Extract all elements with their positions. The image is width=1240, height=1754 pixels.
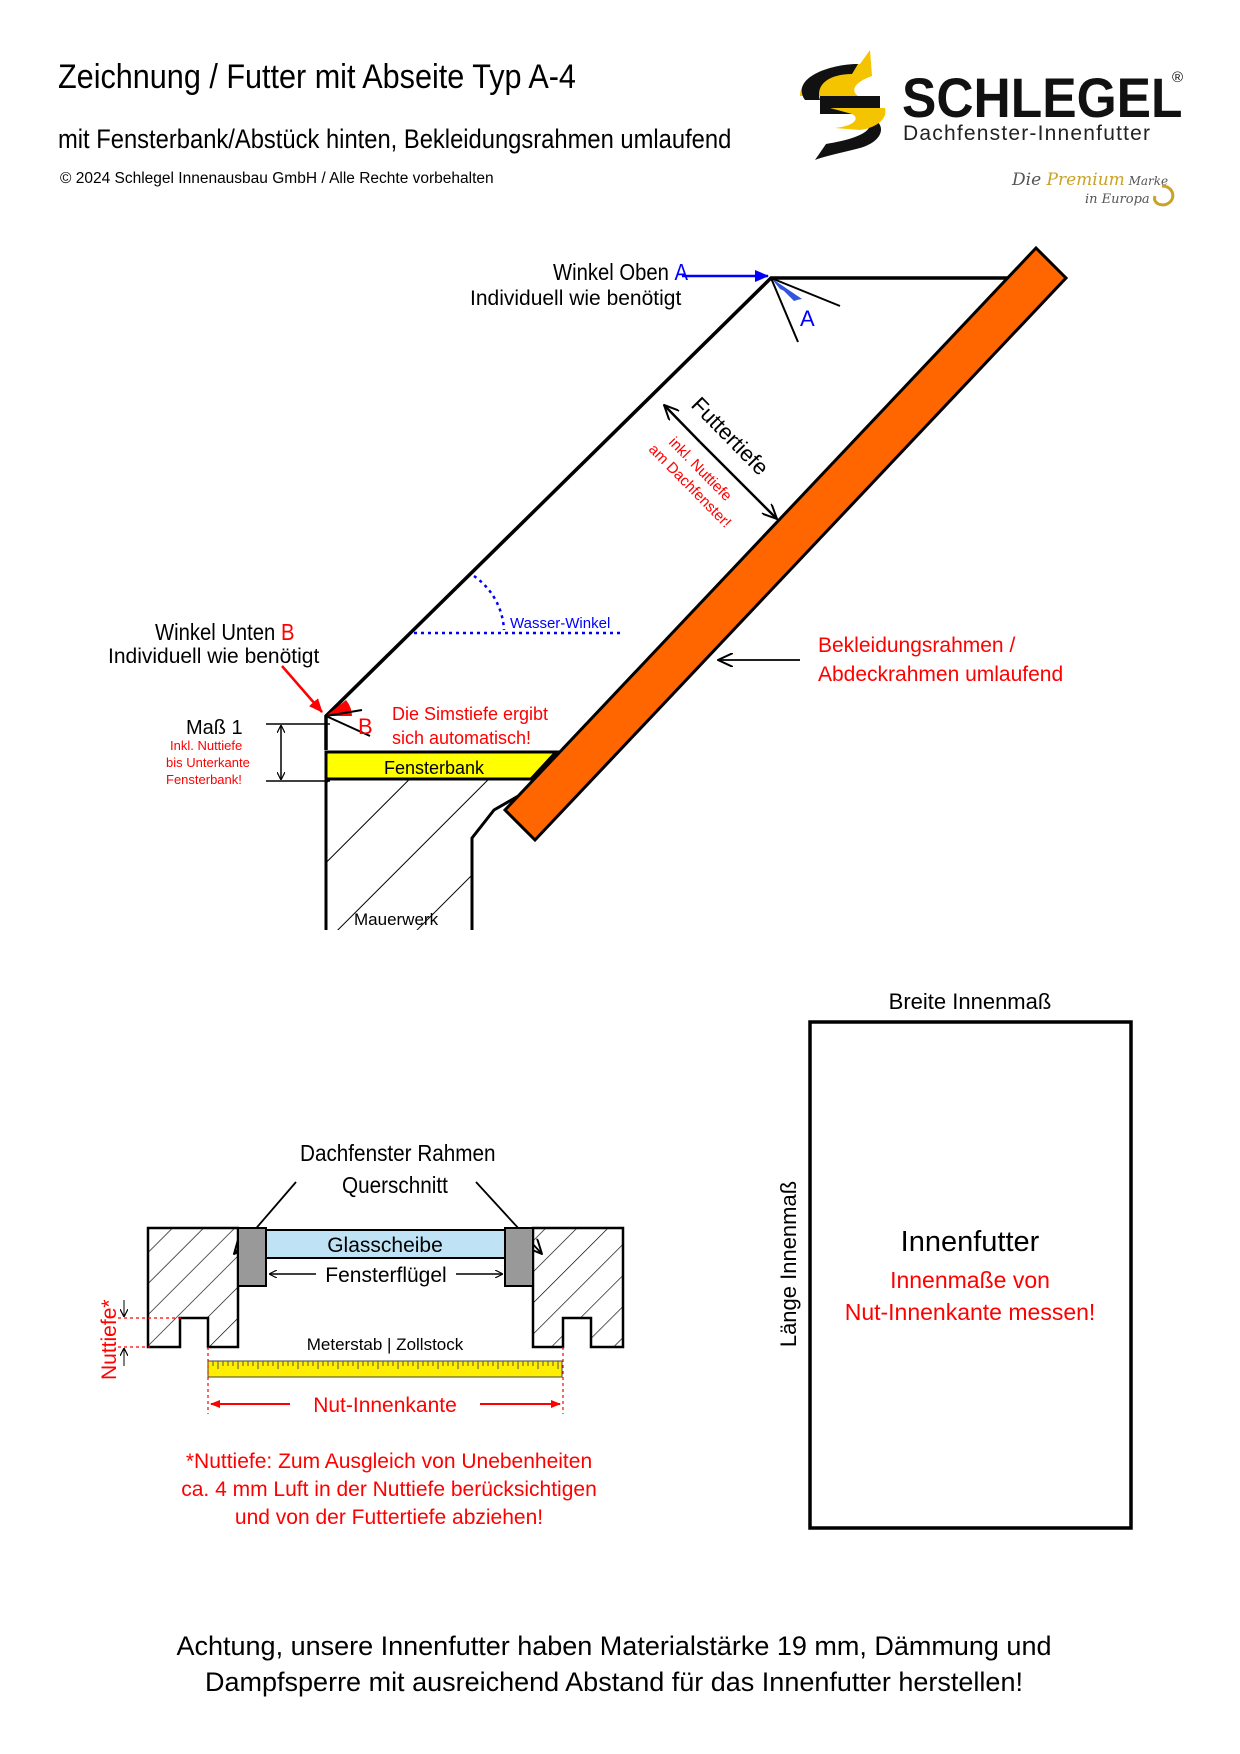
footer-line-1: Achtung, unsere Innenfutter haben Materi… xyxy=(177,1631,1052,1661)
logo-tagline: Dachfenster-Innenfutter xyxy=(903,122,1151,145)
meter-stick-body xyxy=(207,1360,563,1378)
angle-bottom-label: Winkel Unten B xyxy=(155,619,294,646)
logo-slogan-line2: in Europa xyxy=(1085,192,1150,207)
cross-section-title-1: Dachfenster Rahmen xyxy=(300,1140,496,1166)
sill-depth-note-2: sich automatisch! xyxy=(392,728,531,748)
sill-label: Fensterbank xyxy=(384,758,485,778)
depth-dimension-arrow xyxy=(664,405,701,443)
logo-brand: SCHLEGEL xyxy=(902,67,1182,129)
angle-b-leg2 xyxy=(325,715,371,737)
wall-right-edge xyxy=(470,793,521,930)
wall-masonry xyxy=(326,779,547,930)
sash-label: Fensterflügel xyxy=(325,1264,446,1287)
water-angle-label: Wasser-Winkel xyxy=(510,615,610,632)
page-subtitle: mit Fensterbank/Abstück hinten, Bekleidu… xyxy=(58,125,731,155)
cross-section-title-2: Querschnitt xyxy=(342,1172,448,1198)
logo-swoosh-black-top xyxy=(801,64,858,100)
logo-swoosh-yellow-bottom xyxy=(830,108,886,130)
angle-b-letter: B xyxy=(358,714,373,739)
groove-edge-label: Nut-Innenkante xyxy=(313,1394,457,1417)
liner-title: Innenfutter xyxy=(901,1226,1040,1258)
footer-line-2: Dampfsperre mit ausreichend Abstand für … xyxy=(205,1667,1023,1697)
cover-frame-label-1: Bekleidungsrahmen / xyxy=(818,634,1015,657)
angle-bottom-arrow xyxy=(281,665,323,713)
schlegel-logo: SCHLEGEL ® Dachfenster-Innenfutter Die P… xyxy=(800,50,1183,207)
sash-left xyxy=(237,1227,267,1287)
logo-slogan-line1: Die Premium Marke xyxy=(1011,170,1168,190)
logo-swirl-icon xyxy=(1153,184,1175,207)
angle-a-leg2 xyxy=(770,277,799,343)
logo-registered: ® xyxy=(1172,69,1183,86)
angle-bottom-note: Individuell wie benötigt xyxy=(108,645,319,668)
meter-stick-ticks xyxy=(212,1361,559,1369)
groove-note-2: ca. 4 mm Luft in der Nuttiefe berücksich… xyxy=(181,1478,597,1501)
side-section-drawing: Fensterbank Winkel Oben A Individuell wi… xyxy=(108,245,1069,930)
frame-profile-left xyxy=(146,1226,240,1349)
liner-rectangle xyxy=(808,1020,1133,1530)
frame-profile-right xyxy=(531,1226,625,1349)
liner-note-2: Nut-Innenkante messen! xyxy=(845,1299,1096,1325)
angle-b-leg1 xyxy=(325,709,363,717)
masonry-label: Mauerwerk xyxy=(354,910,439,929)
angle-top-label: Winkel Oben A xyxy=(553,259,688,286)
meter-stick xyxy=(207,1360,563,1378)
mass1-note-1: Inkl. Nuttiefe xyxy=(170,738,242,753)
angle-top-note: Individuell wie benötigt xyxy=(470,287,681,310)
mass1-label: Maß 1 xyxy=(186,717,243,739)
mass1-note-3: Fensterbank! xyxy=(166,772,242,787)
angle-a-letter: A xyxy=(800,306,815,331)
page-title: Zeichnung / Futter mit Abseite Typ A-4 xyxy=(58,58,576,96)
cover-frame-bar xyxy=(502,245,1069,843)
liner-note-1: Innenmaße von xyxy=(890,1267,1050,1293)
footer-warning: Achtung, unsere Innenfutter haben Materi… xyxy=(177,1631,1052,1697)
glass-pane xyxy=(265,1229,506,1259)
window-sill xyxy=(324,750,560,781)
meter-stick-label: Meterstab | Zollstock xyxy=(307,1335,464,1354)
logo-swoosh-black-bottom xyxy=(815,114,881,160)
groove-note-1: *Nuttiefe: Zum Ausgleich von Unebenheite… xyxy=(186,1450,592,1473)
groove-note-3: und von der Futtertiefe abziehen! xyxy=(235,1506,543,1529)
water-angle-arc xyxy=(473,574,506,631)
angle-a-arc xyxy=(771,278,800,298)
sill-depth-note-1: Die Simstiefe ergibt xyxy=(392,704,548,724)
frame-cross-section: Dachfenster Rahmen Querschnitt Glasschei… xyxy=(98,1140,625,1529)
length-label: Länge Innenmaß xyxy=(776,1181,801,1347)
groove-depth-label: Nuttiefe* xyxy=(98,1299,121,1380)
angle-a-leg1 xyxy=(770,277,841,307)
header: Zeichnung / Futter mit Abseite Typ A-4 m… xyxy=(58,58,731,187)
liner-outline xyxy=(324,276,1008,750)
depth-dimension-arrow-2 xyxy=(699,441,777,519)
sash-right xyxy=(504,1227,534,1287)
glass-label: Glasscheibe xyxy=(327,1234,443,1257)
copyright-text: © 2024 Schlegel Innenausbau GmbH / Alle … xyxy=(60,170,494,187)
cover-frame-label-2: Abdeckrahmen umlaufend xyxy=(818,663,1063,686)
width-label: Breite Innenmaß xyxy=(889,989,1052,1014)
mass1-note-2: bis Unterkante xyxy=(166,755,250,770)
inner-liner-box: Breite Innenmaß Länge Innenmaß Innenfutt… xyxy=(776,989,1133,1530)
